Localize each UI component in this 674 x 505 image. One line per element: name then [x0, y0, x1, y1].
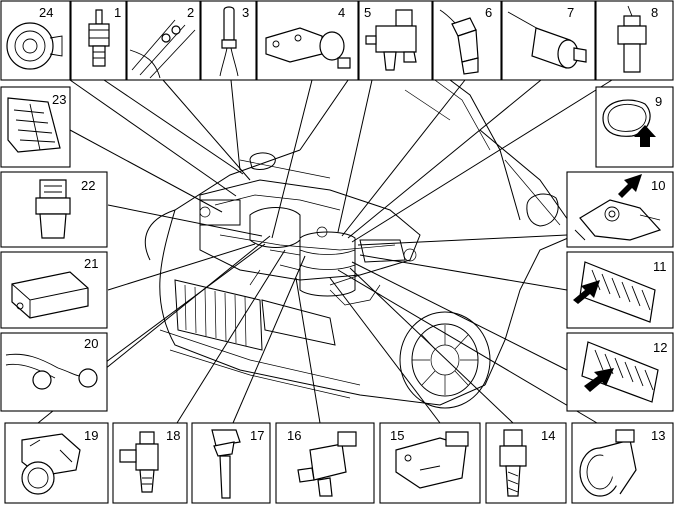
callout-15: 15	[390, 428, 404, 443]
pressure-switch-22-icon	[35, 179, 71, 239]
fuel-pressure-regulator-7-icon	[507, 11, 587, 69]
callout-18: 18	[166, 428, 180, 443]
component-box-8: 8	[595, 0, 674, 81]
component-box-23: 23	[0, 86, 71, 168]
component-box-7: 7	[501, 0, 596, 81]
component-box-4: 4	[256, 0, 359, 81]
component-box-22: 22	[0, 171, 108, 248]
component-box-11: 11	[566, 251, 674, 329]
component-box-18: 18	[112, 422, 188, 504]
pressure-sensor-8-icon	[617, 5, 647, 73]
component-box-20: 20	[0, 332, 108, 412]
callout-4: 4	[338, 5, 345, 20]
callout-5: 5	[364, 5, 371, 20]
car-engine-bay-illustration	[144, 64, 576, 409]
component-box-14: 14	[485, 422, 567, 504]
callout-8: 8	[651, 5, 658, 20]
idle-air-valve-4-icon	[265, 27, 351, 69]
component-box-19: 19	[4, 422, 109, 504]
component-box-12: 12	[566, 332, 674, 412]
callout-3: 3	[242, 5, 249, 20]
callout-17: 17	[250, 428, 264, 443]
mass-airflow-sensor-13-icon	[579, 429, 637, 497]
purge-valve-16-icon	[297, 431, 357, 497]
component-box-13: 13	[571, 422, 674, 504]
component-box-10: 10	[566, 171, 674, 248]
solenoid-valve-5-icon	[365, 9, 417, 71]
component-box-16: 16	[275, 422, 375, 504]
callout-10: 10	[651, 178, 665, 193]
component-box-17: 17	[191, 422, 271, 504]
component-box-15: 15	[379, 422, 481, 504]
knock-sensor-mount-2-icon	[129, 19, 196, 79]
map-sensor-15-icon	[395, 431, 469, 489]
temperature-probe-3-icon	[219, 6, 239, 77]
callout-11: 11	[653, 259, 667, 274]
callout-20: 20	[84, 336, 98, 351]
callout-23: 23	[52, 92, 66, 107]
relay-bracket-10-icon	[574, 174, 662, 241]
callout-6: 6	[485, 5, 492, 20]
callout-9: 9	[655, 94, 662, 109]
side-mirror-9-icon	[602, 99, 656, 147]
callout-12: 12	[653, 340, 667, 355]
callout-13: 13	[651, 428, 665, 443]
fuse-relay-box-11-icon	[573, 261, 656, 323]
callout-22: 22	[81, 178, 95, 193]
component-box-3: 3	[200, 0, 257, 81]
fuse-relay-box-12-icon	[581, 341, 659, 403]
arrow-right-icon	[584, 368, 614, 392]
ignition-coil-17-icon	[211, 429, 241, 499]
callout-24: 24	[39, 5, 53, 20]
callout-7: 7	[567, 5, 574, 20]
throttle-body-19-icon	[21, 433, 81, 495]
control-unit-21-icon	[11, 271, 89, 319]
callout-21: 21	[84, 256, 98, 271]
callout-16: 16	[287, 428, 301, 443]
component-box-2: 2	[126, 0, 201, 81]
arrow-right-icon	[573, 280, 600, 304]
callout-2: 2	[187, 5, 194, 20]
component-box-9: 9	[595, 86, 674, 168]
callout-1: 1	[114, 5, 121, 20]
temperature-sensor-1-icon	[88, 9, 110, 67]
fuel-injector-18-icon	[119, 431, 159, 493]
component-box-5: 5	[358, 0, 433, 81]
component-box-24: 24	[0, 0, 71, 81]
arrow-up-icon	[634, 125, 656, 147]
arrow-down-left-icon	[618, 174, 642, 198]
control-module-23-icon	[7, 97, 61, 153]
speed-sensor-6-icon	[439, 9, 479, 75]
callout-14: 14	[541, 428, 555, 443]
component-box-1: 1	[70, 0, 127, 81]
component-box-21: 21	[0, 251, 108, 329]
component-box-6: 6	[432, 0, 502, 81]
leader-lines	[37, 79, 613, 424]
knock-sensors-20-icon	[5, 353, 98, 390]
callout-19: 19	[84, 428, 98, 443]
coolant-sensor-14-icon	[499, 429, 527, 497]
ignition-part-24-icon	[6, 22, 63, 70]
